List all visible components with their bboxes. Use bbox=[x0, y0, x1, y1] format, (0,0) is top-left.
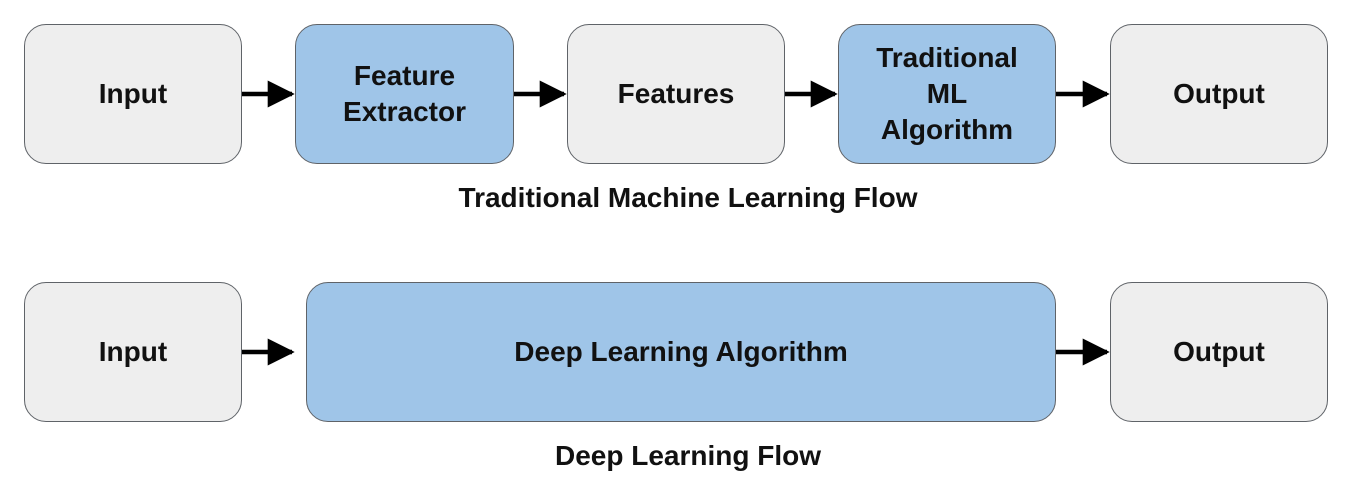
deep-flow-caption: Deep Learning Flow bbox=[554, 440, 822, 471]
trad-output-node: Output bbox=[1110, 24, 1328, 164]
trad-ml-algorithm-node: Traditional ML Algorithm bbox=[838, 24, 1056, 164]
trad-input-node: Input bbox=[24, 24, 242, 164]
trad-feature-extractor-node: Feature Extractor bbox=[295, 24, 514, 164]
deep-input-node: Input bbox=[24, 282, 242, 422]
trad-features-node: Features bbox=[567, 24, 785, 164]
traditional-flow-caption: Traditional Machine Learning Flow bbox=[458, 182, 918, 213]
deep-learning-algorithm-node: Deep Learning Algorithm bbox=[306, 282, 1056, 422]
deep-output-node: Output bbox=[1110, 282, 1328, 422]
